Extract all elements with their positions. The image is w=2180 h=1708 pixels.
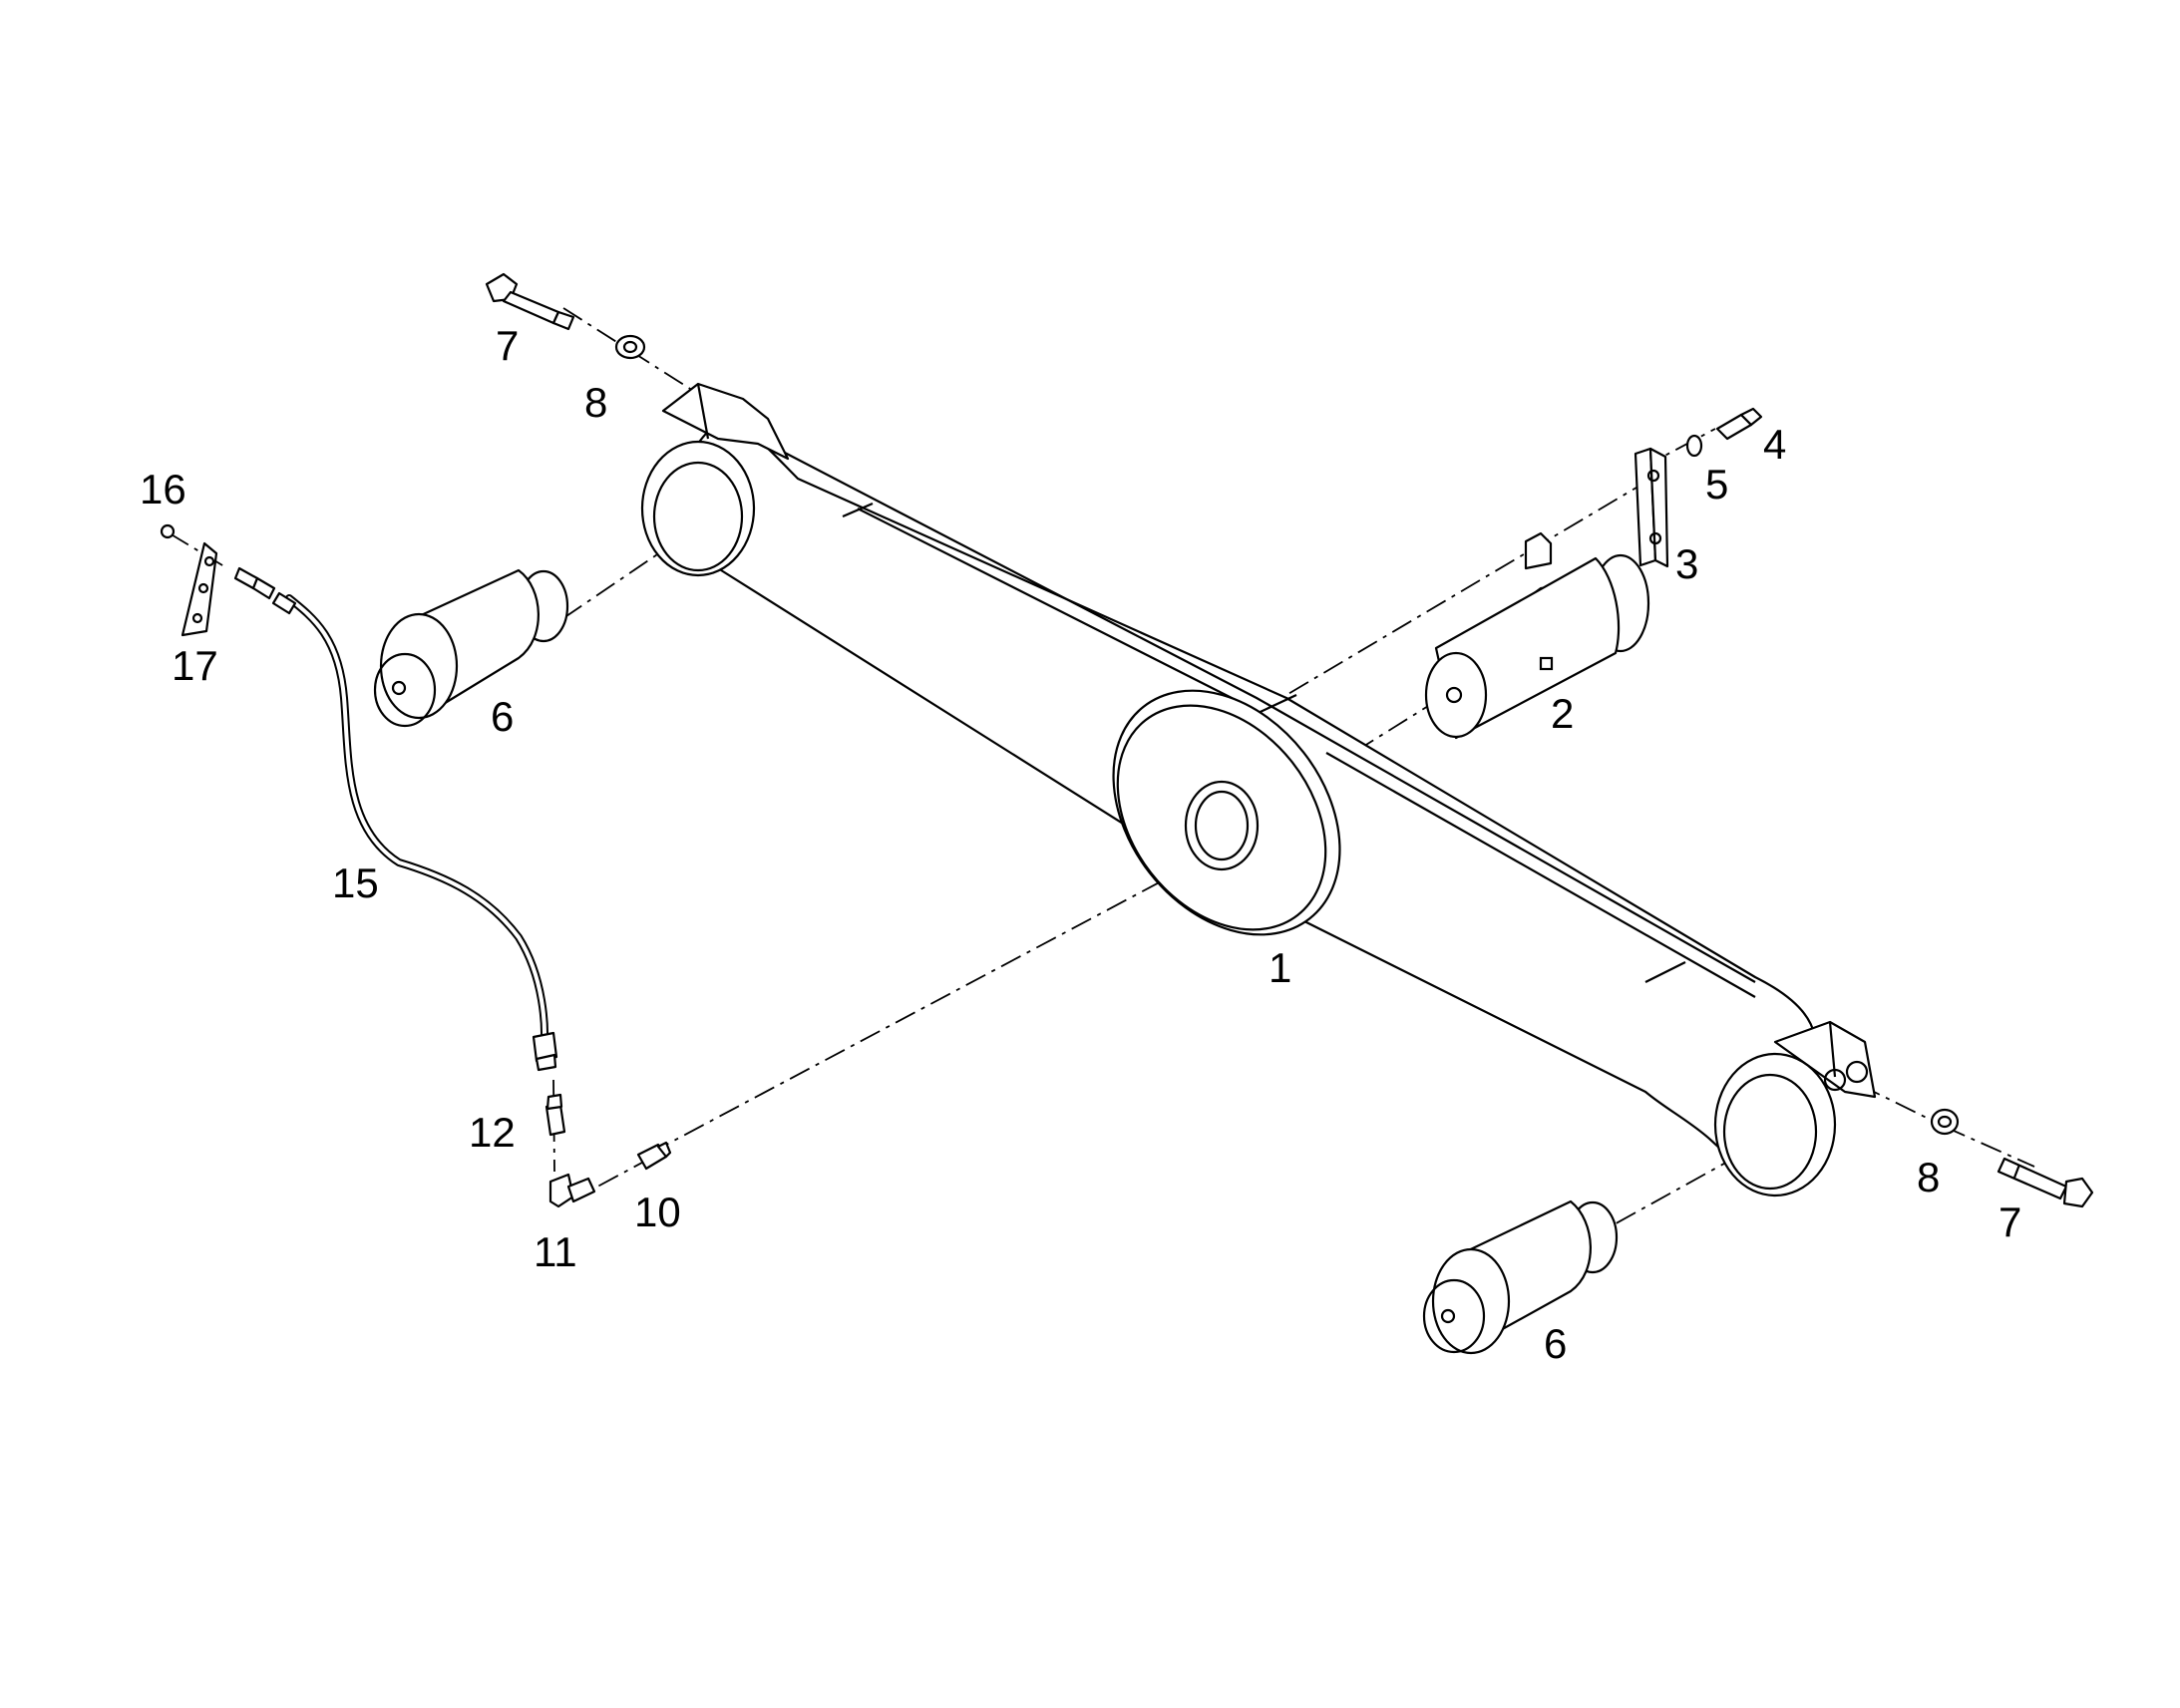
bushing-part-6-right	[1422, 1199, 1619, 1355]
bolt-part-4	[1715, 407, 1763, 441]
bolt-part-7-top	[485, 272, 575, 331]
bushing-part-6-left	[373, 568, 569, 728]
callout-12: 12	[469, 1109, 516, 1156]
fitting-part-10	[636, 1141, 672, 1171]
callout-3: 3	[1675, 540, 1698, 587]
callouts: 1 2 3 4 5 6 6 7 7 8 8 10 11 12 15 16 17	[140, 322, 2021, 1367]
callout-7-right: 7	[1998, 1198, 2021, 1245]
washer-part-8-top	[614, 334, 646, 360]
bolt-part-7-right	[1997, 1157, 2094, 1208]
plate-part-3	[1634, 447, 1669, 568]
screw-part-16	[160, 523, 176, 539]
callout-7-top: 7	[496, 322, 519, 369]
bracket-part-17	[181, 541, 276, 637]
washer-part-8-right	[1930, 1108, 1960, 1136]
fitting-part-12	[545, 1093, 566, 1137]
callout-8-top: 8	[584, 379, 607, 426]
pin-part-2	[1424, 531, 1650, 740]
washer-part-5	[1685, 434, 1703, 458]
callout-17: 17	[172, 642, 218, 689]
elbow-part-11	[548, 1173, 596, 1208]
callout-15: 15	[332, 859, 379, 906]
callout-5: 5	[1705, 461, 1728, 508]
hose-part-15	[271, 591, 558, 1072]
callout-10: 10	[634, 1189, 681, 1235]
callout-16: 16	[140, 466, 186, 512]
callout-8-right: 8	[1917, 1154, 1940, 1200]
callout-4: 4	[1763, 421, 1786, 468]
callout-1: 1	[1269, 944, 1291, 991]
beam-part-1	[640, 382, 1877, 1197]
callout-11: 11	[534, 1228, 577, 1275]
callout-2: 2	[1551, 690, 1574, 737]
callout-6-right: 6	[1544, 1320, 1567, 1367]
callout-6-left: 6	[491, 693, 514, 740]
